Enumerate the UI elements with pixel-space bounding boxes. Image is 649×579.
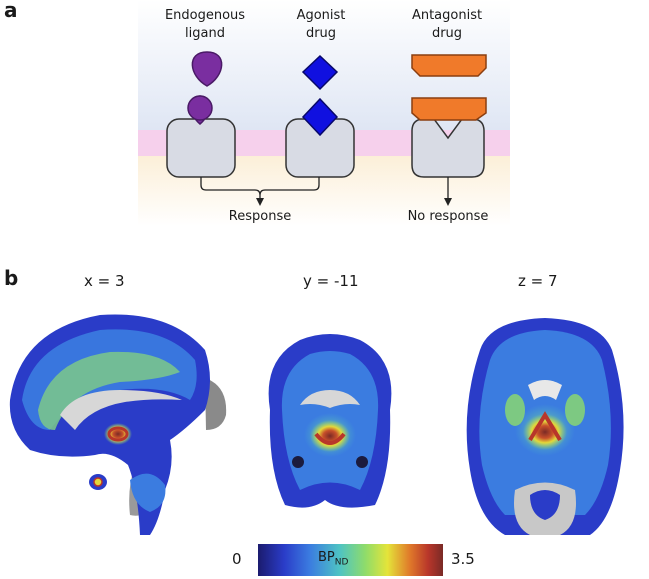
agonist-bound <box>301 97 339 137</box>
colorbar-max: 3.5 <box>451 550 475 568</box>
header-endogenous-ligand: Endogenous ligand <box>164 8 246 41</box>
colorbar <box>258 544 443 576</box>
header-agonist-drug: Agonist drug <box>296 8 346 41</box>
colorbar-label-main: BP <box>318 550 335 565</box>
antagonist-bound <box>411 97 487 121</box>
coord-axial: z = 7 <box>518 272 558 290</box>
no-response-label: No response <box>407 209 489 224</box>
receptor-3 <box>411 118 485 178</box>
colorbar-label-sub: ND <box>334 557 349 568</box>
coronal-slice <box>268 334 392 508</box>
agonist-free <box>301 54 339 91</box>
panel-a-label: a <box>4 0 18 22</box>
axial-slice <box>466 318 624 535</box>
response-connector <box>200 177 320 200</box>
coord-sagittal: x = 3 <box>84 272 125 290</box>
antagonist-free <box>411 54 487 77</box>
receptor-diagram <box>138 0 510 226</box>
ligand-free <box>191 51 223 87</box>
sagittal-slice <box>9 314 227 535</box>
coord-coronal: y = -11 <box>303 272 359 290</box>
colorbar-min: 0 <box>232 550 242 568</box>
colorbar-label: BPND <box>318 550 348 568</box>
receptor-1 <box>166 118 236 178</box>
response-label: Response <box>228 209 292 224</box>
pet-brain-images <box>9 314 624 535</box>
panel-b-label: b <box>4 266 19 290</box>
header-antagonist-drug: Antagonist drug <box>411 8 483 41</box>
